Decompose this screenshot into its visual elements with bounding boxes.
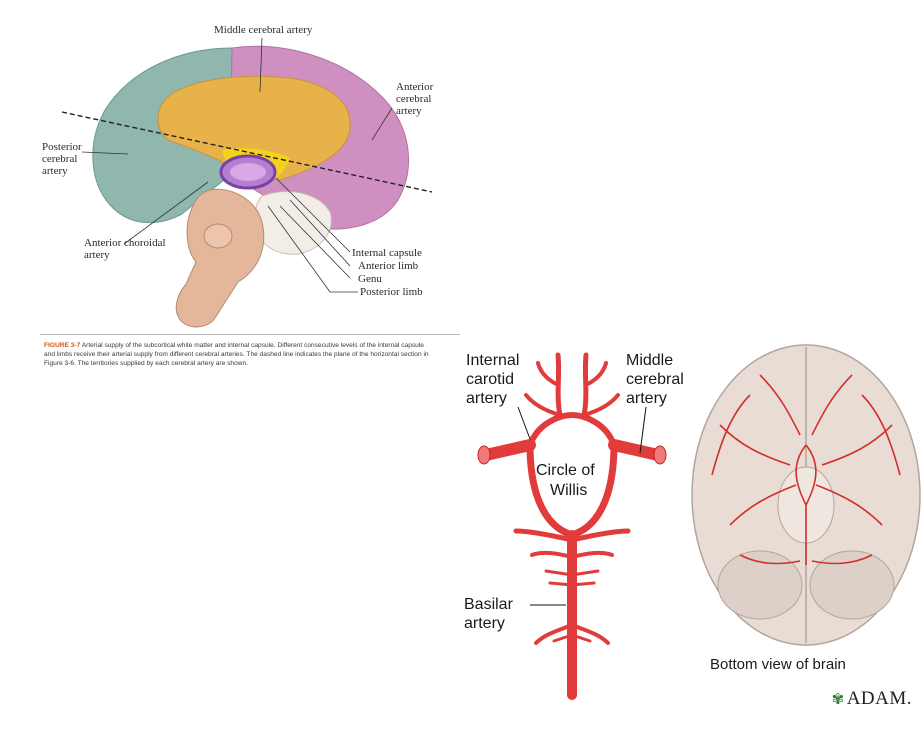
internal-capsule-inner	[230, 163, 266, 181]
pontine-r1	[570, 569, 600, 577]
superior-cerebellar-right	[570, 550, 614, 559]
label-anterior-cerebral-2: cerebral	[396, 93, 431, 105]
label-posterior-cerebral-1: Posterior	[42, 141, 82, 153]
aica-right	[570, 623, 610, 645]
aica-left	[534, 623, 574, 645]
leader-anterior-cerebral	[371, 107, 393, 141]
label-middle-1: Middle	[626, 352, 673, 369]
label-internal-1: Internal	[466, 352, 519, 369]
label-anterior-cerebral-3: artery	[396, 105, 422, 117]
label-basilar-2: artery	[464, 615, 505, 632]
leaf-icon: ✾	[831, 692, 845, 708]
label-anterior-choroidal-1: Anterior choroidal	[84, 237, 166, 249]
caption-rule	[40, 334, 460, 335]
anterior-twig-l2	[524, 393, 562, 417]
leader-middle-cerebral	[259, 37, 263, 93]
brain-vessels	[711, 374, 901, 565]
label-bottom-view: Bottom view of brain	[710, 656, 846, 673]
middle-cerebral-territory	[157, 75, 351, 181]
pontine-l1	[544, 569, 574, 577]
label-internal-2: carotid	[466, 371, 514, 388]
anterior-twig-r2	[582, 393, 620, 417]
label-circle-2: Willis	[550, 482, 587, 499]
anterior-twig-l1	[536, 361, 560, 387]
pontine-r2	[570, 581, 596, 587]
label-posterior-limb: Posterior limb	[360, 286, 423, 298]
circle-of-willis-figure: Internal carotid artery Middle cerebral …	[460, 335, 924, 732]
circle-ring-upper	[527, 411, 617, 448]
right-middle-cerebral	[608, 439, 664, 461]
adam-logo: ✾ADAM.	[832, 688, 912, 710]
label-anterior-choroidal-2: artery	[84, 249, 110, 261]
label-genu: Genu	[358, 273, 382, 285]
brain-bottom-view	[691, 344, 921, 646]
posterior-cerebral-left	[513, 528, 575, 543]
circle-of-willis-svg: Internal carotid artery Middle cerebral …	[464, 344, 921, 700]
carotid-cut-left	[477, 445, 491, 465]
horizontal-plane-dashed-line	[61, 111, 433, 193]
label-middle-2: cerebral	[626, 371, 684, 388]
leader-genu	[279, 205, 351, 279]
carotid-cut-right	[653, 445, 667, 465]
label-anterior-cerebral-1: Anterior	[396, 81, 434, 93]
thalamus-region	[254, 191, 332, 255]
adam-logo-text: ADAM.	[846, 688, 912, 709]
leader-anterior-limb	[289, 199, 351, 267]
label-posterior-cerebral-2: cerebral	[42, 153, 77, 165]
label-posterior-cerebral-3: artery	[42, 165, 68, 177]
leader-middle-cerebral	[639, 406, 647, 454]
anterior-twig-r1	[584, 361, 608, 387]
label-circle-1: Circle of	[536, 462, 595, 479]
label-middle-cerebral-artery: Middle cerebral artery	[214, 24, 313, 36]
brain-sagittal-svg: Middle cerebral artery Anterior cerebral…	[42, 24, 434, 328]
posterior-cerebral-right	[569, 528, 631, 543]
brainstem	[175, 188, 265, 328]
cerebellum-left	[717, 550, 803, 620]
label-middle-3: artery	[626, 390, 667, 407]
pons	[203, 223, 233, 249]
pica-left	[552, 633, 574, 643]
caption-text: Arterial supply of the subcortical white…	[44, 342, 429, 368]
leader-posterior-cerebral	[81, 151, 129, 155]
leader-anterior-choroidal	[123, 181, 209, 245]
leader-internal-capsule	[275, 177, 351, 253]
cerebellum-right	[809, 550, 895, 620]
pontine-l2	[548, 581, 574, 587]
figure-caption: FIGURE 3-7 Arterial supply of the subcor…	[44, 341, 434, 369]
willis-arteries	[480, 352, 664, 700]
left-carotid	[480, 439, 536, 461]
figure-number: FIGURE 3-7	[44, 342, 81, 349]
label-internal-capsule: Internal capsule	[352, 247, 422, 259]
superior-cerebellar-left	[530, 550, 574, 559]
label-anterior-limb: Anterior limb	[358, 260, 419, 272]
circle-ring-lower	[526, 441, 618, 539]
brain-sagittal-figure: Middle cerebral artery Anterior cerebral…	[0, 0, 500, 400]
label-internal-3: artery	[466, 390, 507, 407]
pica-right	[570, 633, 592, 643]
leader-internal-carotid	[517, 406, 531, 440]
leader-posterior-limb	[267, 205, 331, 293]
label-basilar-1: Basilar	[464, 596, 514, 613]
